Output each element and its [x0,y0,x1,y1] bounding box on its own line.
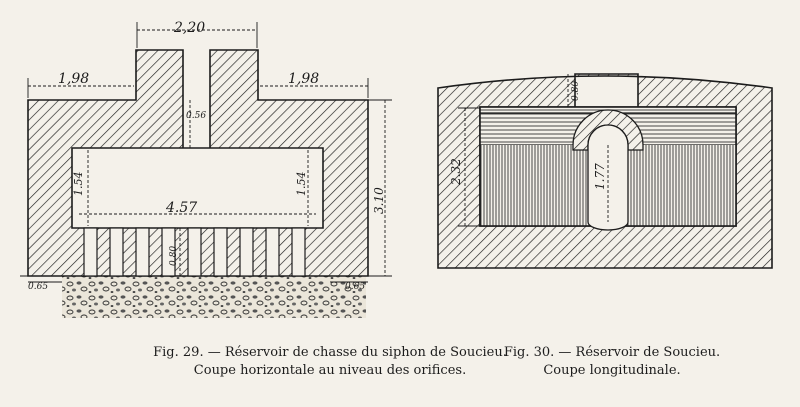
dim-left-arm: 1,98 [58,71,89,87]
dim-inner-height: 1.77 [593,163,607,190]
dim-chamber-height-right: 1.54 [295,172,308,197]
dim-chamber-width: 4.57 [165,200,197,216]
fig30-caption: Fig. 30. — Réservoir de Soucieu. Coupe l… [504,344,720,380]
fig30-caption-line1: Fig. 30. — Réservoir de Soucieu. [503,345,721,360]
dim-top-opening: 0.80 [571,81,581,101]
orifices [83,227,306,277]
dim-wall: 0.56 [186,111,206,121]
dim-outer-height: 2.32 [449,158,463,186]
dim-total-height: 3.10 [372,187,386,214]
gravel-bed [62,276,366,318]
fig29-dimension-lines [28,29,386,276]
dim-edge-left: 0.65 [28,282,48,292]
fig29-caption-line2: Coupe horizontale au niveau des orifices… [193,363,467,378]
dim-edge-right: 0.65 [345,282,365,292]
dim-top-width: 2,20 [173,20,205,36]
dim-chamber-height-left: 1.54 [72,172,85,197]
fig29-caption: Fig. 29. — Réservoir de chasse du siphon… [153,344,507,380]
fig29-drawing [20,22,392,318]
dim-orifice-gap: 0.80 [169,246,179,266]
fig29-caption-line1: Fig. 29. — Réservoir de chasse du siphon… [153,345,507,360]
fig30-caption-line2: Coupe longitudinale. [543,363,681,378]
fig30-drawing [437,73,773,269]
dim-right-arm: 1,98 [288,71,319,87]
